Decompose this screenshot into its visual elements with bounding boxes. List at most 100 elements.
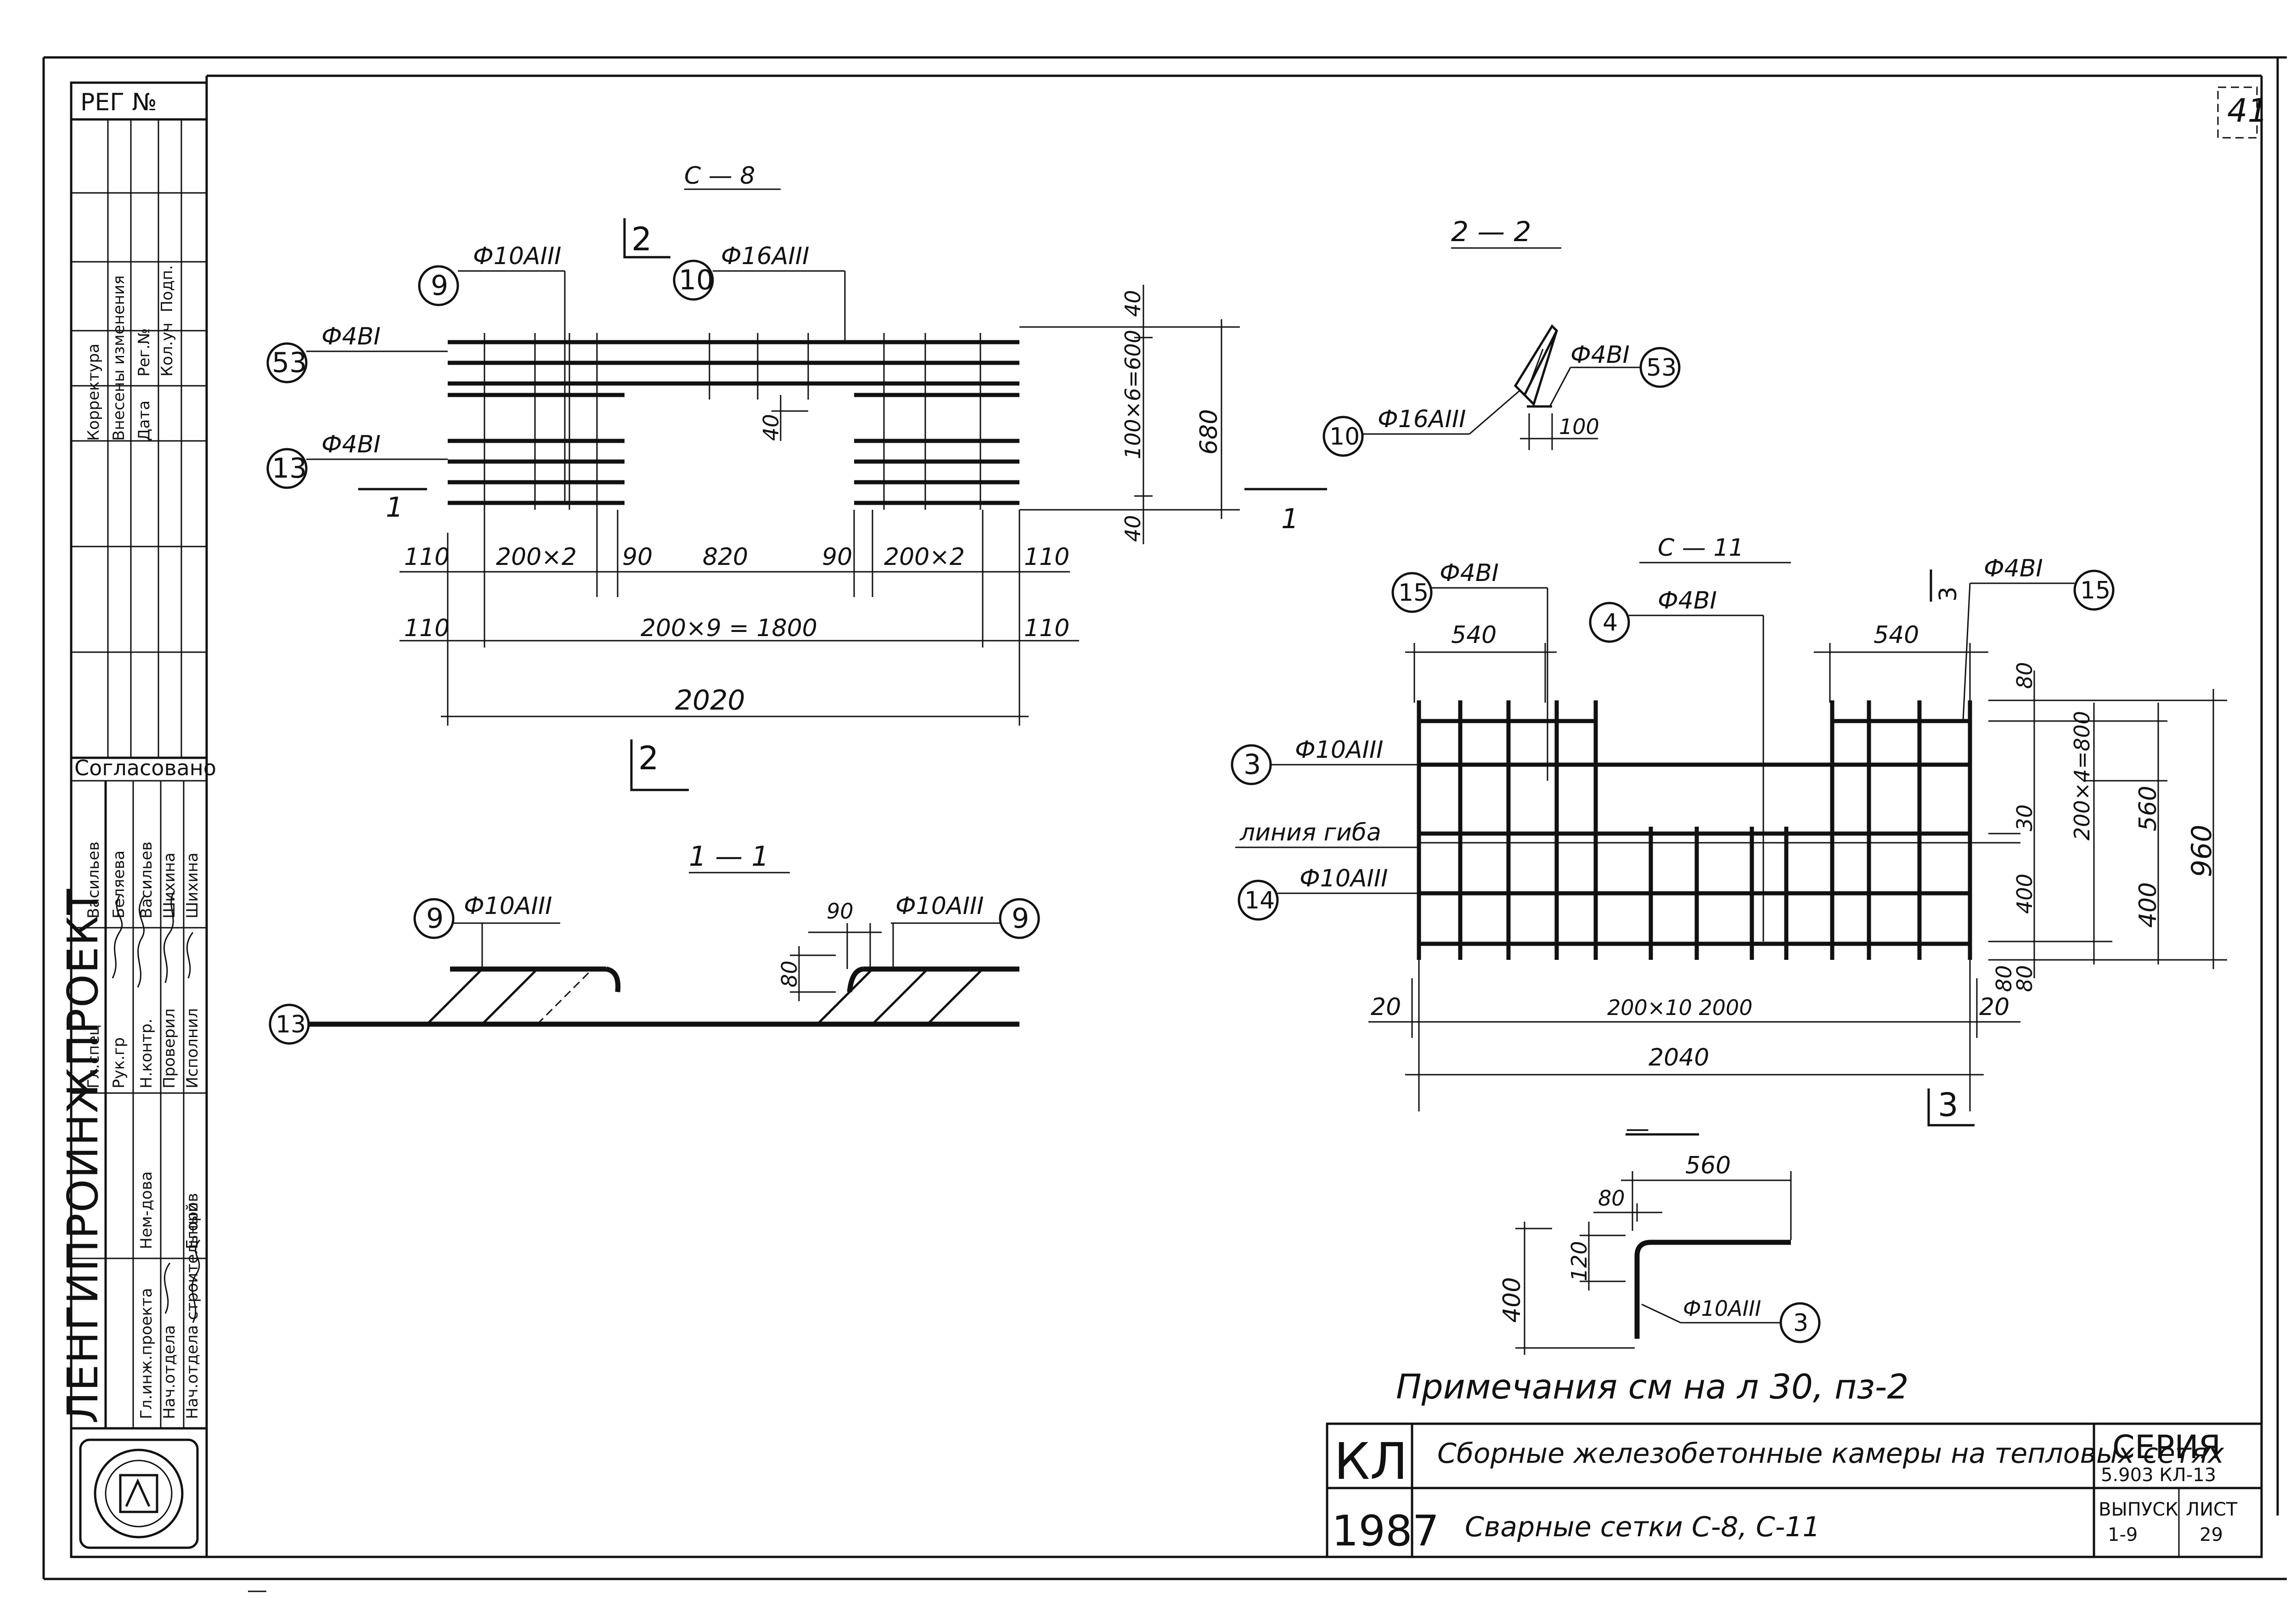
- sheet-title: Сварные сетки С-8, С-11: [1465, 1511, 1820, 1543]
- change-label-2: Дата: [135, 400, 153, 441]
- s33-dim-400: 400: [1498, 1277, 1526, 1323]
- signer-role-3: Проверил: [160, 1009, 179, 1088]
- c11-callout-14: [1238, 879, 1279, 921]
- c8-section-mark-bottom: 2: [638, 739, 659, 777]
- c8-dim-110a: 110: [404, 543, 450, 571]
- c11-callout-4-num: 4: [1603, 609, 1618, 637]
- c11-callout-15a-num: 15: [1398, 579, 1429, 607]
- s22-callout-10-num: 10: [1329, 423, 1360, 451]
- series-value: 5.903 КЛ-13: [2101, 1465, 2216, 1486]
- c11-dim-2000: 200×10 2000: [1607, 995, 1753, 1020]
- c11-callout-14-num: 14: [1244, 887, 1275, 914]
- title-block: КЛ 1987 Сборные железобетонные камеры на…: [1326, 1422, 2263, 1558]
- signer-name-1: Беляева: [110, 851, 128, 919]
- dept-role-1: Нач.отдела: [160, 1325, 179, 1419]
- c11-dim-400a: 400: [2012, 874, 2037, 914]
- c11-callout-15b-spec: Ф4ВI: [1984, 555, 2043, 582]
- c11-title: С — 11: [1658, 534, 1744, 562]
- issue-label: ВЫПУСК: [2099, 1499, 2178, 1520]
- s11-callout-9a-num: 9: [426, 902, 444, 935]
- c11-bend-line-label: линия гиба: [1239, 819, 1381, 846]
- s22-callout-53-spec: Ф4ВI: [1570, 341, 1630, 369]
- c8-dim-110c: 110: [404, 615, 450, 642]
- c11-callout-15a: [1391, 572, 1433, 613]
- s22-title: 2 — 2: [1451, 216, 1531, 248]
- title-year: 1987: [1332, 1506, 1439, 1556]
- c8-callout-53-num: 53: [272, 347, 307, 379]
- signer-role-0: Гл.спец: [84, 1025, 103, 1088]
- signer-role-2: Н.контр.: [137, 1019, 156, 1088]
- page-number: 41: [2227, 92, 2268, 130]
- dept-role-0: Гл.инж.проекта: [137, 1288, 156, 1419]
- c8-dim-height: 680: [1195, 409, 1223, 455]
- c8-dim-820: 820: [703, 543, 748, 571]
- issue-value: 1-9: [2108, 1524, 2138, 1545]
- s33-callout-3-num: 3: [1793, 1309, 1808, 1337]
- c8-callout-10-spec: Ф16АIII: [721, 242, 810, 270]
- c8-callout-10: [673, 259, 714, 301]
- c11-callout-3-spec: Ф10АIII: [1295, 736, 1384, 764]
- s11-dim-80: 80: [777, 960, 802, 987]
- c8-callout-53-spec: Ф4ВI: [321, 323, 381, 350]
- c8-callout-10-num: 10: [679, 264, 714, 296]
- c11-dim-800: 200×4=800: [2070, 711, 2094, 840]
- c8-title: С — 8: [684, 162, 755, 190]
- c11-dim-30: 30: [2012, 804, 2037, 831]
- section-2-2: 2 — 2 53 Ф4ВI 10 Ф16АIII 100: [1322, 216, 1681, 457]
- c11-dim-20a: 20: [1371, 993, 1401, 1021]
- change-label-3: Рег.№: [135, 328, 153, 377]
- c8-callout-9-num: 9: [431, 270, 448, 302]
- c8-callout-13: [266, 448, 308, 489]
- c11-callout-15a-spec: Ф4ВI: [1440, 559, 1499, 587]
- change-label-1: Внесены изменения: [110, 275, 128, 441]
- c11-dim-80b: 80: [1992, 965, 2016, 992]
- agreed-label: Согласовано: [74, 755, 216, 780]
- org-logo: [79, 1438, 199, 1549]
- c8-dim-110d: 110: [1024, 615, 1069, 642]
- drawing-c11: С — 11 15 Ф4ВI 4 Ф4ВI: [1231, 534, 2227, 1127]
- c8-callout-13-num: 13: [272, 452, 307, 485]
- s33-dim-120: 120: [1567, 1241, 1592, 1281]
- c11-callout-4: [1589, 602, 1630, 643]
- s33-title: —: [1626, 1115, 1649, 1143]
- c8-dim-bottom-40: 40: [1120, 515, 1145, 542]
- signer-role-1: Рук.гр: [110, 1037, 128, 1088]
- side-stamp: РЕГ № Корректура Внесены изменения Дата …: [58, 81, 216, 1558]
- series-label: СЕРИЯ: [2112, 1428, 2221, 1466]
- change-label-5: Подп.: [158, 265, 176, 312]
- c8-callout-53: [266, 342, 308, 383]
- c11-callout-4-spec: Ф4ВI: [1658, 587, 1717, 615]
- s33-callout-3-spec: Ф10АIII: [1683, 1296, 1761, 1321]
- c8-section-mark-right: 1: [1281, 503, 1299, 535]
- c11-dim-560: 560: [2134, 786, 2162, 831]
- s22-callout-53-num: 53: [1646, 354, 1677, 382]
- c11-dim-540b: 540: [1874, 621, 1919, 649]
- c8-dim-top-40: 40: [1120, 290, 1145, 317]
- c8-dim-90b: 90: [822, 543, 852, 571]
- s22-dim-100: 100: [1559, 414, 1599, 439]
- change-label-4: Кол.уч: [158, 322, 176, 377]
- sheet-value: 29: [2200, 1524, 2223, 1545]
- c8-section-mark-top: 2: [631, 220, 652, 258]
- dept-name-1: Егоров: [183, 1193, 202, 1249]
- signer-name-3: Шихина: [160, 852, 179, 919]
- c11-callout-14-spec: Ф10АIII: [1300, 865, 1388, 892]
- c8-section-mark-left: 1: [386, 491, 403, 524]
- sheet-frame: [42, 56, 2287, 1592]
- c8-dim-1800: 200×9 = 1800: [641, 615, 817, 642]
- s11-dim-90: 90: [827, 899, 854, 924]
- c8-dim-90a: 90: [622, 543, 653, 571]
- c8-dim-mid-40: 40: [759, 414, 783, 441]
- s33-dim-80: 80: [1598, 1186, 1625, 1211]
- section-1-1: 1 — 1 13 9 Ф10АIII 9 Ф10АIII 90 80: [269, 840, 1040, 1045]
- c8-dim-110b: 110: [1024, 543, 1069, 571]
- change-label-0: Корректура: [84, 344, 103, 441]
- c8-callout-9: [418, 265, 459, 306]
- c11-section-mark-right: 3: [1935, 586, 1962, 602]
- signer-role-4: Исполнил: [183, 1008, 202, 1088]
- s11-callout-9b: [999, 898, 1040, 939]
- s11-callout-9a-spec: Ф10АIII: [464, 892, 552, 920]
- c11-dim-80top: 80: [2012, 662, 2037, 689]
- org-name: ЛЕНГИПРОИНЖПРОЕКТ: [58, 888, 107, 1424]
- s11-callout-9a: [413, 898, 455, 939]
